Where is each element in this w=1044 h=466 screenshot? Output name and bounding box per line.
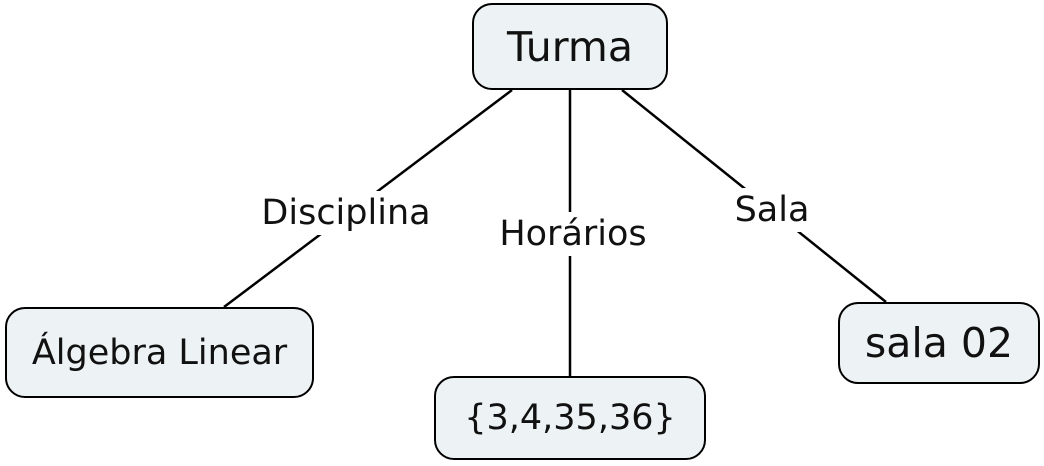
node-horarios-value[interactable]: {3,4,35,36} [434, 376, 706, 460]
node-sala-02[interactable]: sala 02 [838, 302, 1040, 384]
node-algebra-linear[interactable]: Álgebra Linear [5, 307, 314, 398]
edge-label-sala: Sala [728, 188, 816, 232]
node-algebra-linear-label: Álgebra Linear [31, 332, 288, 373]
edge-label-horarios: Horários [492, 212, 654, 256]
node-turma-label: Turma [506, 22, 633, 71]
node-sala-02-label: sala 02 [864, 319, 1014, 367]
edge-label-disciplina: Disciplina [254, 191, 438, 235]
node-turma[interactable]: Turma [472, 3, 668, 90]
node-horarios-value-label: {3,4,35,36} [464, 398, 676, 438]
